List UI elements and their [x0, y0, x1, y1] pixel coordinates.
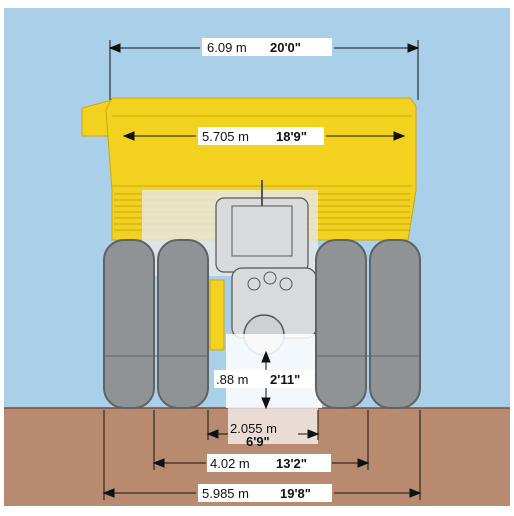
axle-panel [228, 408, 318, 444]
body-width-metric: 5.705 m [202, 129, 249, 144]
outside-tires-imperial: 19'8" [280, 486, 311, 501]
axle-width-imperial: 6'9" [246, 434, 270, 449]
dual-centers-imperial: 13'2" [276, 456, 307, 471]
tire-right-outer [369, 239, 421, 409]
dual-centers-metric: 4.02 m [210, 456, 250, 471]
tire-left-inner [157, 239, 209, 409]
dimension-lines [102, 40, 422, 500]
tire-right-inner [315, 239, 367, 409]
axle-width-metric: 2.055 m [230, 421, 277, 436]
outside-tires-metric: 5.985 m [202, 486, 249, 501]
ground-clearance-metric: .88 m [216, 372, 249, 387]
dimension-labels: 6.09 m 20'0" 5.705 m 18'9" .88 m 2'11" 2… [198, 38, 332, 502]
body-width-imperial: 18'9" [276, 129, 307, 144]
overall-width-imperial: 20'0" [270, 40, 301, 55]
tires [103, 239, 421, 409]
tire-left-outer [103, 239, 155, 409]
ground-clearance-imperial: 2'11" [270, 372, 300, 387]
overall-width-metric: 6.09 m [207, 40, 247, 55]
chassis [142, 180, 322, 408]
